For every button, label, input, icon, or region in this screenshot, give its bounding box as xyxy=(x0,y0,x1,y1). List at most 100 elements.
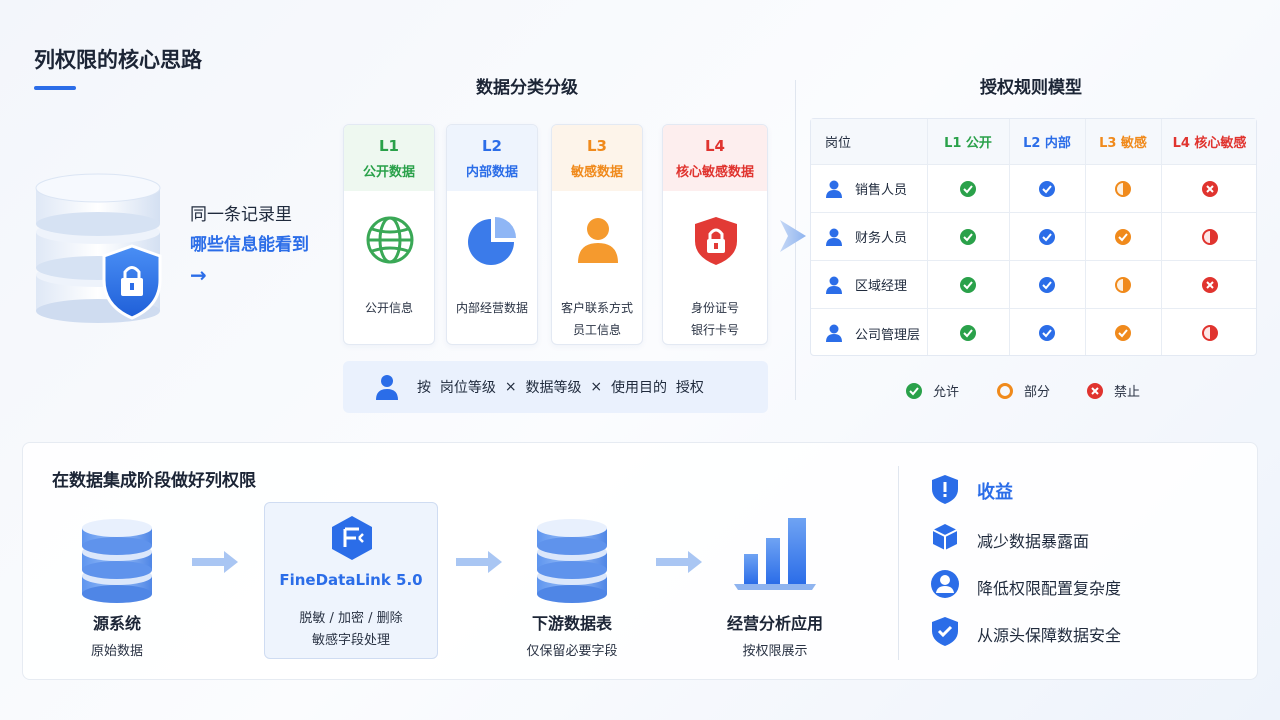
matrix-permission-cell xyxy=(1085,165,1161,212)
level-card-head: L2 内部数据 xyxy=(447,125,537,191)
matrix-header-cell: L4 核心敏感 xyxy=(1172,136,1247,151)
user-icon xyxy=(826,228,842,246)
matrix-role-label: 财务人员 xyxy=(855,231,908,246)
flow-arrow-icon xyxy=(192,551,238,573)
matrix-column-separator xyxy=(1161,119,1162,355)
check-circle-icon xyxy=(1039,276,1055,293)
partial-circle-icon xyxy=(1201,228,1218,245)
x-circle-icon xyxy=(1087,382,1103,399)
level-desc: 公开信息 xyxy=(344,297,434,319)
auth-times: × xyxy=(504,379,517,395)
database-shield-icon xyxy=(35,173,162,323)
hero-text: 同一条记录里 哪些信息能看到 → xyxy=(190,200,309,290)
level-card-l1: L1 公开数据 公开信息 xyxy=(343,124,435,345)
matrix-role-cell: 区域经理 xyxy=(811,261,927,308)
level-desc-line: 内部经营数据 xyxy=(455,301,528,315)
level-desc: 身份证号 银行卡号 xyxy=(663,297,767,341)
matrix-permission-cell xyxy=(1085,309,1161,357)
shield-check-icon xyxy=(932,617,958,646)
cube-icon xyxy=(932,524,958,550)
matrix-column-separator xyxy=(1085,119,1086,355)
integration-title: 在数据集成阶段做好列权限 xyxy=(52,471,256,491)
title-underline xyxy=(34,86,76,90)
legend-partial: 部分 xyxy=(996,381,1050,400)
benefit-item: 从源头保障数据安全 xyxy=(977,626,1122,645)
check-circle-icon xyxy=(1115,228,1131,245)
level-code: L4 xyxy=(705,137,725,155)
source-database-icon xyxy=(82,519,152,603)
level-code: L3 xyxy=(587,137,607,155)
arrow-right-icon xyxy=(780,220,806,252)
matrix-header-cell: L3 敏感 xyxy=(1099,136,1147,151)
person-icon xyxy=(578,218,618,263)
matrix-permission-cell xyxy=(1009,309,1085,357)
matrix-permission-cell xyxy=(1085,261,1161,308)
level-desc-line: 客户联系方式 xyxy=(560,301,633,315)
matrix-column-separator xyxy=(927,119,928,355)
level-code: L1 xyxy=(379,137,399,155)
level-name: 核心敏感数据 xyxy=(675,165,754,180)
matrix-role-label: 区域经理 xyxy=(855,279,908,294)
level-card-l4: L4 核心敏感数据 身份证号 银行卡号 xyxy=(662,124,768,345)
flow-arrow-icon xyxy=(656,551,702,573)
legend-label: 允许 xyxy=(933,385,960,400)
auth-dimension: 数据等级 xyxy=(525,380,582,396)
matrix-permission-cell xyxy=(927,213,1009,260)
benefit-item: 减少数据暴露面 xyxy=(977,532,1090,551)
matrix-header-cell: 岗位 xyxy=(825,136,852,151)
level-card-l3: L3 敏感数据 客户联系方式 员工信息 xyxy=(551,124,643,345)
check-circle-icon xyxy=(1039,325,1055,341)
downstream-table-label: 下游数据表 仅保留必要字段 xyxy=(505,610,639,659)
matrix-permission-cell xyxy=(1161,165,1258,212)
level-desc-line: 身份证号 xyxy=(690,301,739,315)
auth-dimension: 使用目的 xyxy=(611,380,667,396)
matrix-header-cell: L2 内部 xyxy=(1023,136,1071,151)
matrix-role-cell: 公司管理层 xyxy=(811,309,927,357)
partial-circle-icon xyxy=(1115,180,1131,197)
matrix-role-label: 公司管理层 xyxy=(855,327,921,343)
matrix-permission-cell xyxy=(1009,213,1085,260)
level-card-head: L3 敏感数据 xyxy=(552,125,642,191)
matrix-permission-cell xyxy=(1161,309,1258,357)
user-icon xyxy=(826,276,842,294)
auth-times: × xyxy=(590,379,603,395)
partial-circle-icon xyxy=(1115,276,1131,293)
check-circle-icon xyxy=(960,276,976,293)
user-icon xyxy=(826,324,842,342)
level-name: 公开数据 xyxy=(362,165,415,180)
flow-title: 源系统 xyxy=(92,614,141,633)
check-circle-icon xyxy=(960,180,976,197)
finedatalink-desc: 敏感字段处理 xyxy=(311,633,390,648)
flow-arrow-icon xyxy=(456,551,502,573)
page-title: 列权限的核心思路 xyxy=(34,48,202,72)
matrix-role-cell: 财务人员 xyxy=(811,213,927,260)
finedatalink-name: FineDataLink 5.0 xyxy=(279,571,423,589)
auth-word: 按 xyxy=(417,380,431,396)
user-icon xyxy=(826,180,842,198)
check-circle-icon xyxy=(960,325,976,341)
flow-title: 经营分析应用 xyxy=(726,614,823,633)
shield-alert-icon xyxy=(932,475,958,504)
flow-subtitle: 仅保留必要字段 xyxy=(526,644,618,659)
flow-subtitle: 按权限展示 xyxy=(742,644,808,659)
user-circle-icon xyxy=(931,570,959,598)
matrix-permission-cell xyxy=(1161,261,1258,308)
matrix-permission-cell xyxy=(1009,261,1085,308)
matrix-permission-cell xyxy=(927,309,1009,357)
flow-title: 下游数据表 xyxy=(531,614,612,633)
matrix-role-cell: 销售人员 xyxy=(811,165,927,212)
auth-dimension: 岗位等级 xyxy=(439,380,496,396)
hero-arrow: → xyxy=(190,263,207,287)
pie-chart-icon xyxy=(468,217,516,265)
finedatalink-desc: 脱敏 / 加密 / 删除 xyxy=(299,611,403,626)
matrix-header-cell: L1 公开 xyxy=(944,136,992,151)
matrix-row: 销售人员 xyxy=(811,165,1256,213)
matrix-permission-cell xyxy=(927,261,1009,308)
authorization-matrix: 岗位 L1 公开 L2 内部 L3 敏感 L4 核心敏感 销售人员财务人员区域经… xyxy=(810,118,1257,356)
check-circle-icon xyxy=(1115,325,1131,341)
matrix-row: 区域经理 xyxy=(811,261,1256,309)
source-system-label: 源系统 原始数据 xyxy=(60,610,174,659)
x-circle-icon xyxy=(1201,276,1218,293)
benefit-title: 收益 xyxy=(977,482,1013,503)
downstream-database-icon xyxy=(537,519,607,603)
